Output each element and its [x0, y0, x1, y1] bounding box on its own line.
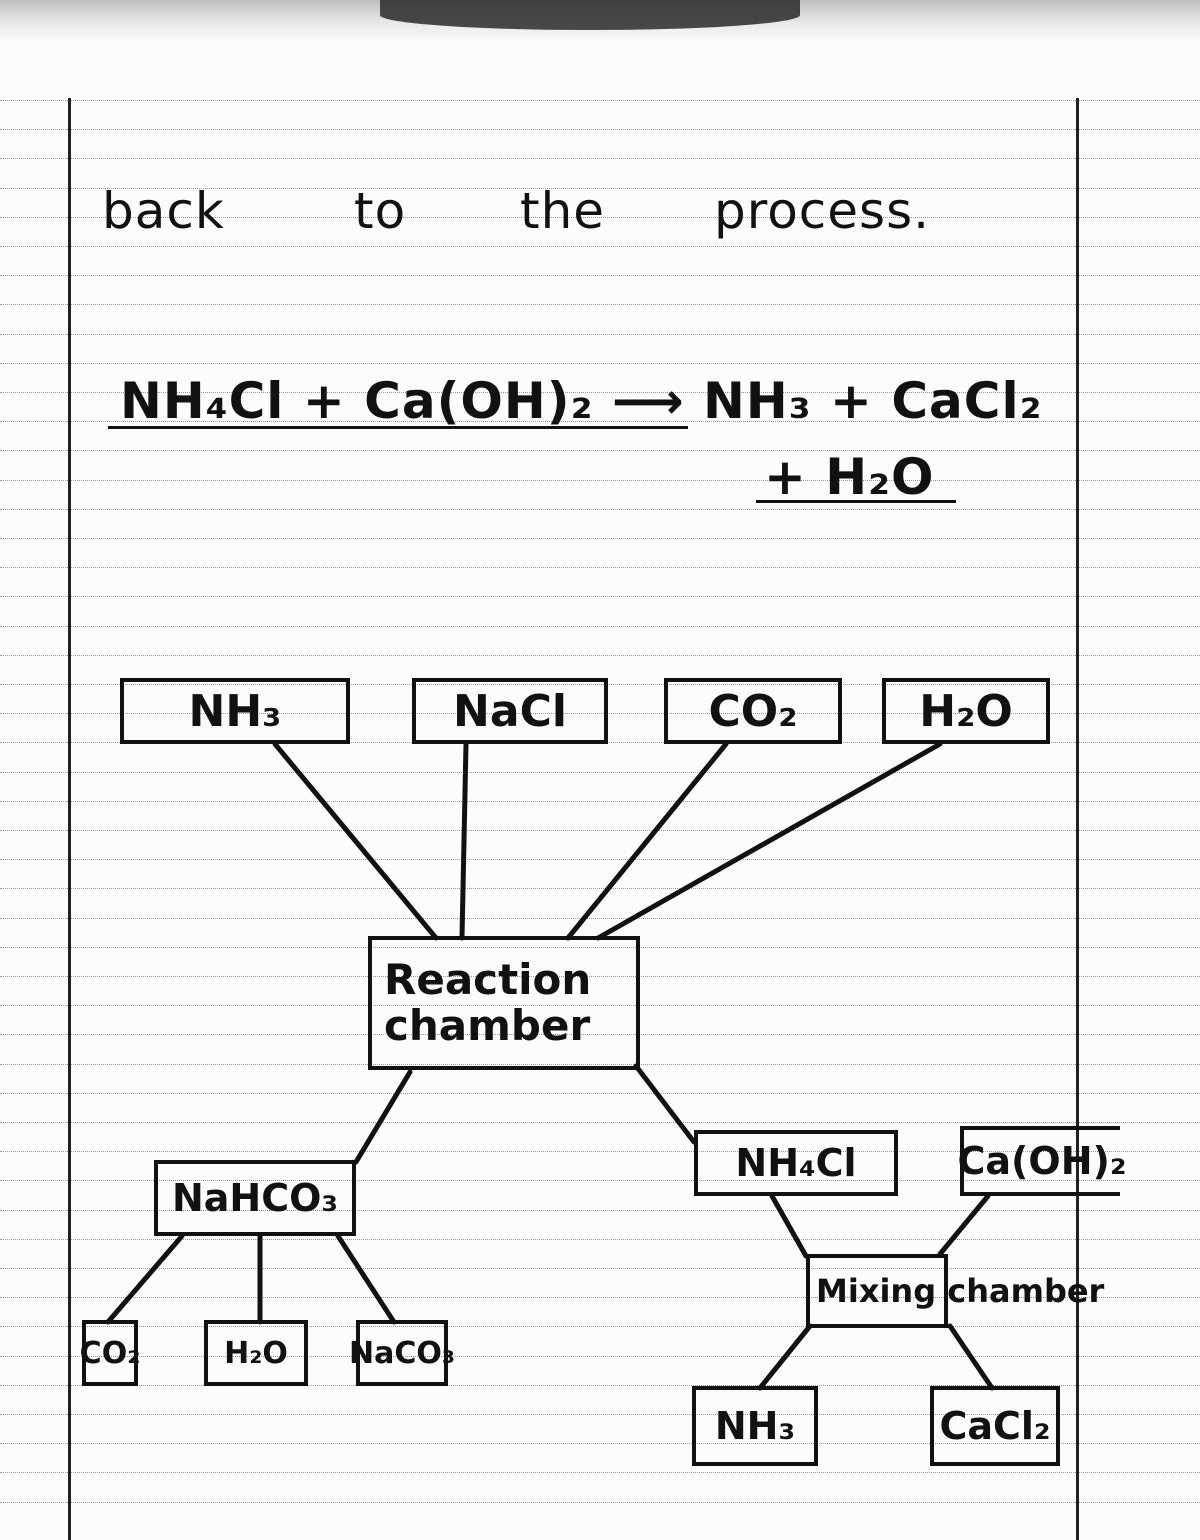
ruled-line — [0, 888, 1200, 889]
connector-reaction-to-nahco3 — [353, 1069, 413, 1165]
ruled-line — [0, 1356, 1200, 1357]
ruled-line — [0, 713, 1200, 714]
reaction-chamber-label-line1: Reaction — [384, 954, 592, 1004]
connector-reaction-to-nh4cl — [633, 1063, 697, 1145]
ruled-line — [0, 1297, 1200, 1298]
scan-blot — [380, 0, 800, 30]
connector-nh4cl-to-mixing — [769, 1193, 809, 1259]
connector-h2o-to-reaction — [595, 741, 943, 941]
connector-mixing-to-cacl2 — [947, 1323, 995, 1391]
reaction-chamber-label-line2: chamber — [384, 1001, 591, 1050]
ruled-line — [0, 100, 1200, 101]
equation-underline-2 — [756, 500, 956, 503]
ruled-line — [0, 918, 1200, 919]
ruled-line — [0, 1093, 1200, 1094]
mixing-product-box-cacl2: CaCl₂ — [930, 1386, 1060, 1466]
ruled-line — [0, 246, 1200, 247]
heading-word-the: the — [520, 182, 606, 240]
ruled-line — [0, 1268, 1200, 1269]
ruled-line — [0, 1180, 1200, 1181]
ruled-line — [0, 538, 1200, 539]
ruled-line — [0, 801, 1200, 802]
equation-underline-1 — [108, 426, 688, 429]
ruled-line — [0, 596, 1200, 597]
ruled-line — [0, 421, 1200, 422]
ruled-line — [0, 772, 1200, 773]
ruled-line — [0, 859, 1200, 860]
ruled-line — [0, 1443, 1200, 1444]
connector-caoh2-to-mixing — [937, 1193, 991, 1257]
ruled-line — [0, 158, 1200, 159]
equation-line-1: NH₄Cl + Ca(OH)₂ ⟶ NH₃ + CaCl₂ — [120, 372, 1043, 430]
mixing-product-box-nh3: NH₃ — [692, 1386, 818, 1466]
equation-line-2: + H₂O — [764, 448, 935, 506]
connector-mixing-to-nh3 — [757, 1323, 813, 1391]
connector-co2-to-reaction — [565, 741, 729, 941]
ruled-line — [0, 1239, 1200, 1240]
ruled-line — [0, 830, 1200, 831]
ruled-line — [0, 1064, 1200, 1065]
heading-word-back: back — [102, 182, 225, 240]
ruled-line — [0, 188, 1200, 189]
ruled-line — [0, 509, 1200, 510]
ruled-line — [0, 450, 1200, 451]
ruled-line — [0, 275, 1200, 276]
input-box-nacl: NaCl — [412, 678, 608, 744]
input-box-h2o: H₂O — [882, 678, 1050, 744]
caoh2-box: Ca(OH)₂ — [958, 1126, 1127, 1196]
heading-word-to: to — [354, 182, 407, 240]
ruled-line — [0, 567, 1200, 568]
ruled-line — [0, 1472, 1200, 1473]
ruled-line — [0, 947, 1200, 948]
ruled-line — [0, 217, 1200, 218]
nahco3-box: NaHCO₃ — [154, 1160, 356, 1236]
ruled-line — [0, 480, 1200, 481]
input-box-nh3: NH₃ — [120, 678, 350, 744]
product-box-naco3: NaCO₃ — [349, 1320, 455, 1386]
reaction-chamber-box: Reaction chamber — [368, 936, 640, 1070]
ruled-line — [0, 392, 1200, 393]
product-box-h2o: H₂O — [204, 1320, 308, 1386]
input-box-co2: CO₂ — [664, 678, 842, 744]
connector-nahco3-to-co2 — [105, 1233, 185, 1325]
connector-nh3-to-reaction — [272, 741, 439, 941]
ruled-line — [0, 1385, 1200, 1386]
nh4cl-box: NH₄Cl — [694, 1130, 898, 1196]
ruled-line — [0, 1210, 1200, 1211]
ruled-line — [0, 129, 1200, 130]
ruled-line — [0, 1122, 1200, 1123]
ruled-line — [0, 1034, 1200, 1035]
ruled-line — [0, 626, 1200, 627]
right-margin-line — [1076, 98, 1079, 1540]
connector-nacl-to-reaction — [459, 741, 469, 941]
ruled-line — [0, 976, 1200, 977]
ruled-line — [0, 1151, 1200, 1152]
ruled-line — [0, 304, 1200, 305]
heading-word-process: process. — [714, 182, 931, 240]
ruled-line — [0, 1326, 1200, 1327]
mixing-chamber-box: Mixing chamber — [806, 1254, 1104, 1328]
ruled-line — [0, 655, 1200, 656]
ruled-line — [0, 1414, 1200, 1415]
product-box-co2: CO₂ — [80, 1320, 140, 1386]
ruled-line — [0, 334, 1200, 335]
connector-nahco3-to-naco3 — [335, 1233, 397, 1325]
ruled-line — [0, 1005, 1200, 1006]
ruled-line — [0, 363, 1200, 364]
left-margin-line — [68, 98, 71, 1540]
ruled-line — [0, 684, 1200, 685]
ruled-line — [0, 1502, 1200, 1503]
